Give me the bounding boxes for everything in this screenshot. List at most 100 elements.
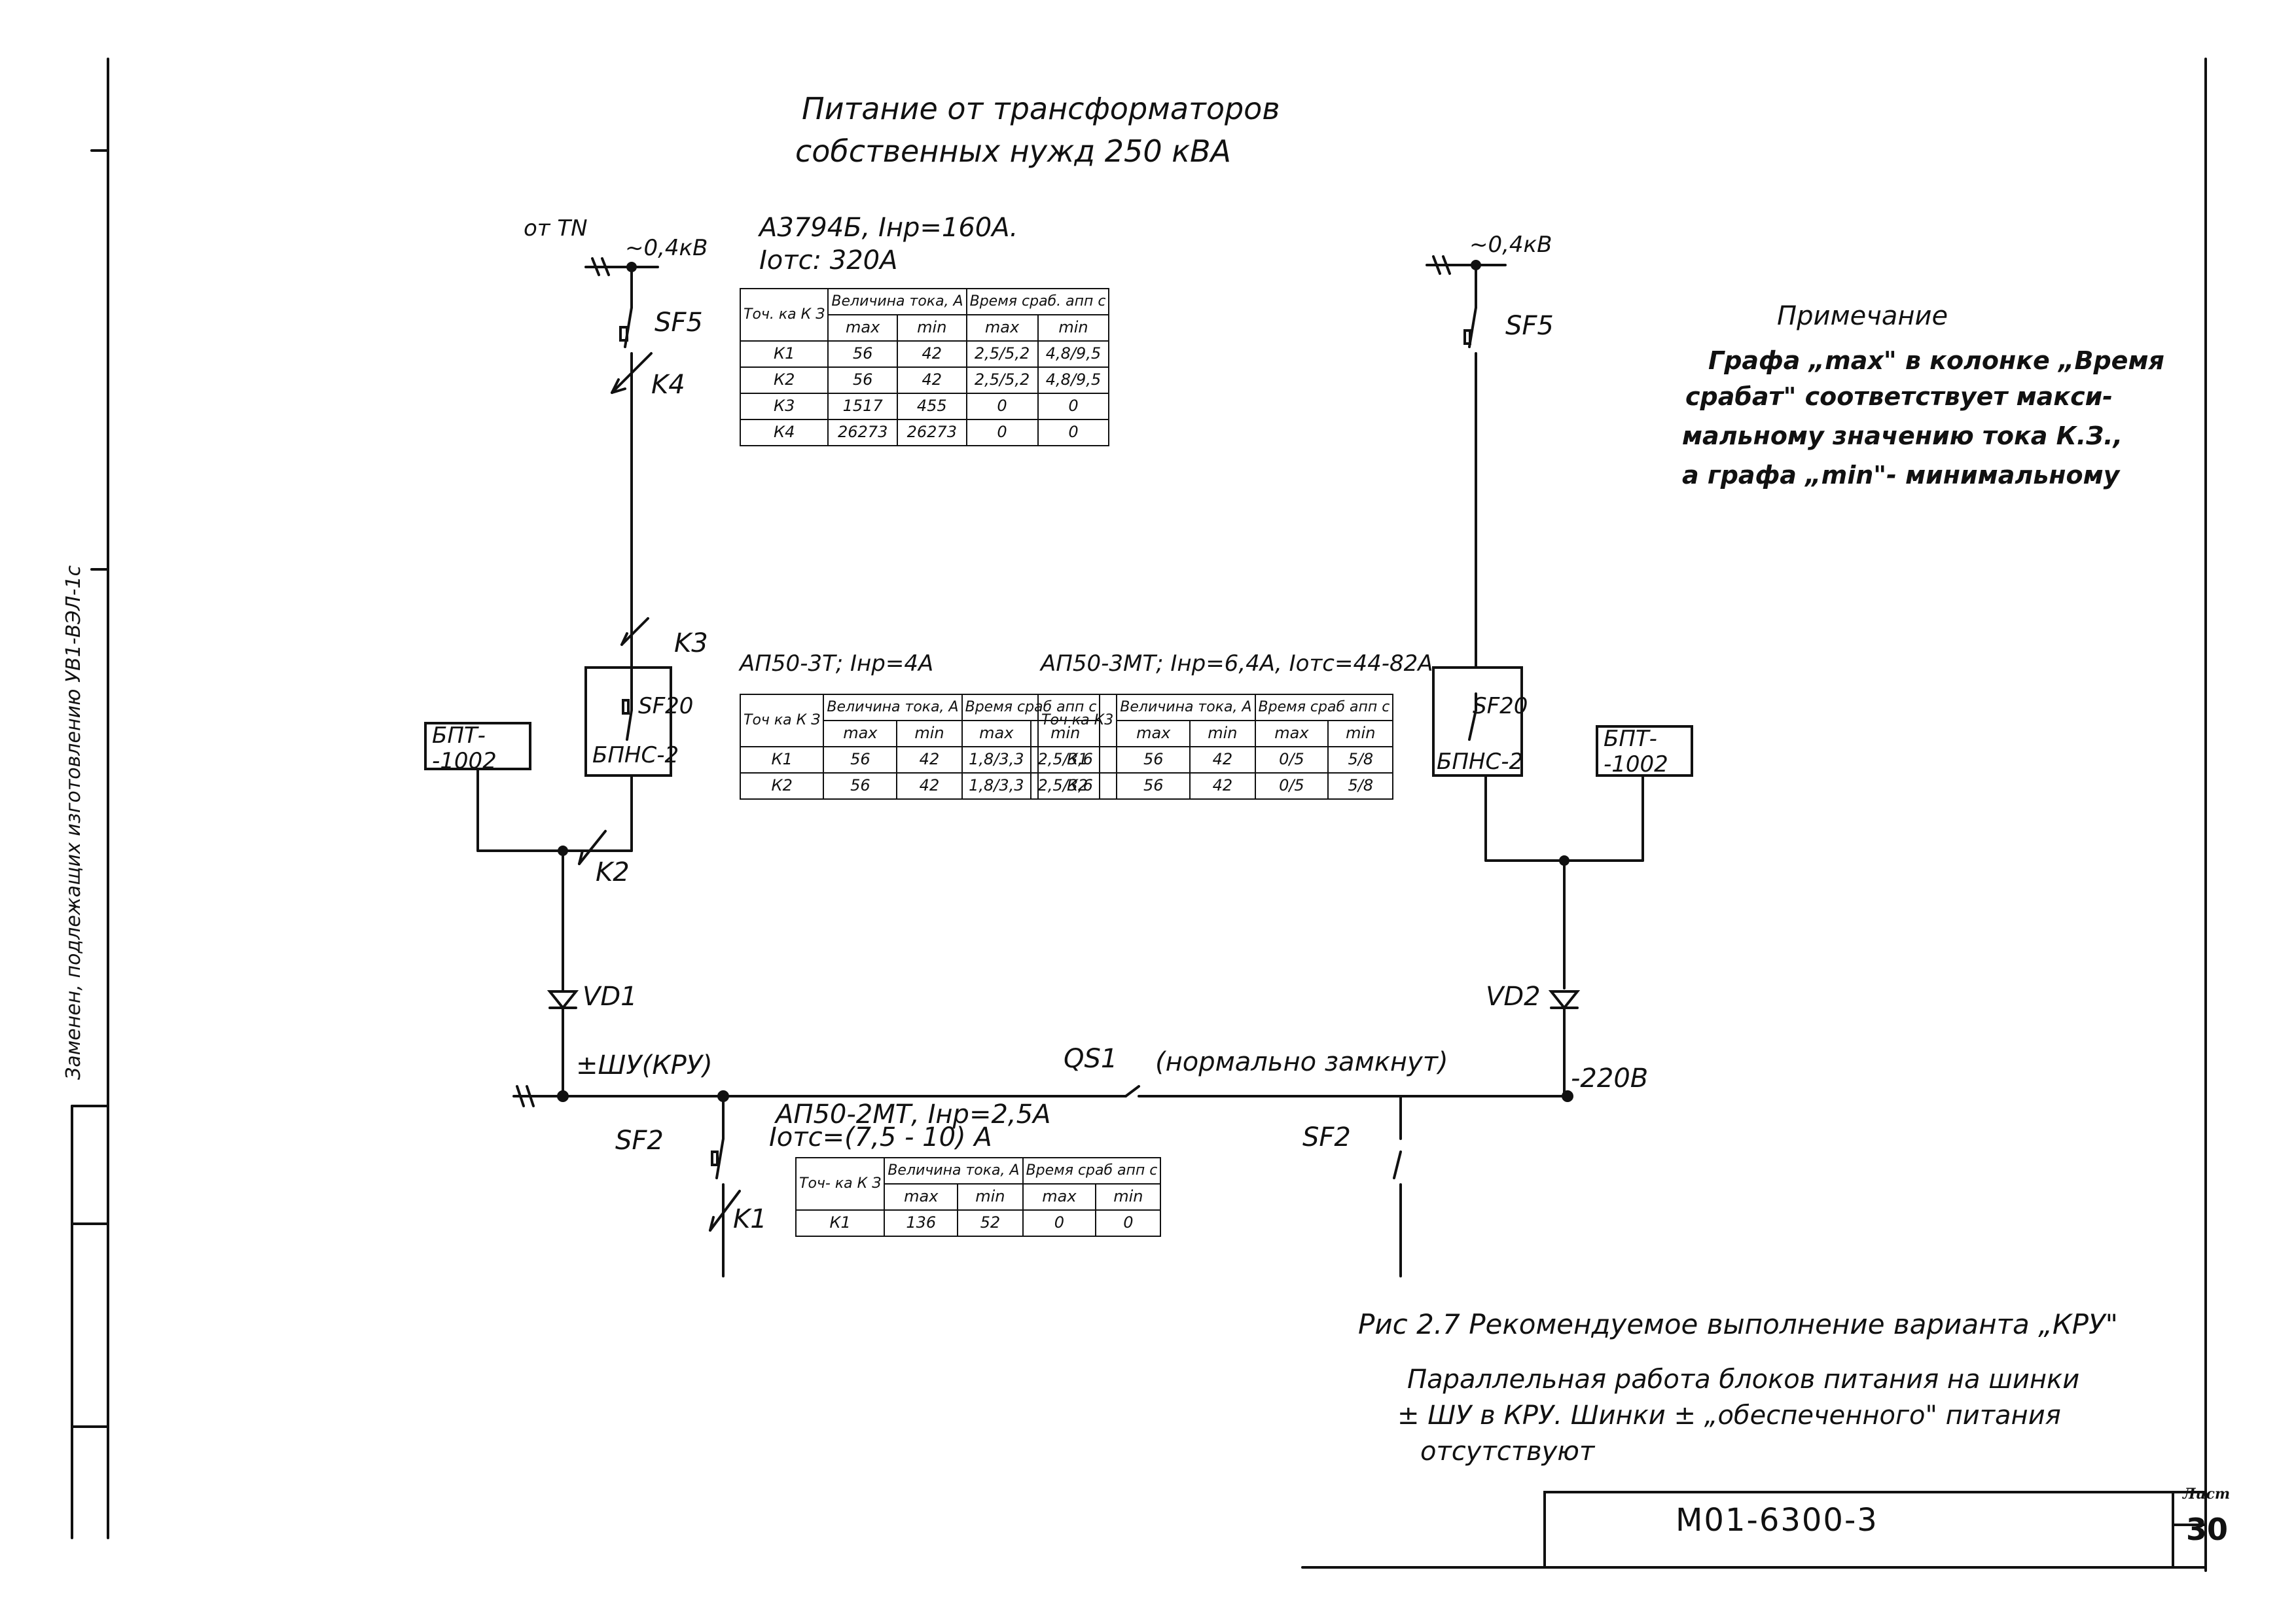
note-heading: Примечание [1777, 301, 1948, 331]
left-sf20-label: SF20 [638, 693, 694, 719]
table-header: Время сраб апп с [1254, 694, 1394, 721]
note-line-3: мальному значению тока К.З., [1682, 421, 2123, 450]
table-cell: К3 [739, 393, 829, 420]
table-cell: 4,8/9,5 [1037, 366, 1110, 394]
table-cell: К1 [1037, 746, 1118, 774]
table-cell: 42 [1189, 772, 1256, 800]
table-header: Точ- ка К З [795, 1157, 886, 1211]
vd2-label: VD2 [1486, 982, 1541, 1012]
table-cell: 56 [827, 340, 898, 368]
table-cell: 56 [827, 366, 898, 394]
table-cell: 56 [1116, 746, 1191, 774]
table-subheader: max [823, 720, 898, 747]
ap2mt-spec-2: Iотс=(7,5 - 10) А [769, 1122, 992, 1152]
left-bpt-label: БПТ- -1002 [432, 722, 497, 775]
k3-label: K3 [674, 628, 708, 658]
table-subheader: min [1095, 1183, 1162, 1211]
table-cell: 26273 [896, 419, 967, 446]
table-subheader: max [884, 1183, 959, 1211]
table-cell: 1,8/3,3 [961, 746, 1032, 774]
ap3t-caption: АП50-3Т; Iнр=4А [740, 651, 934, 677]
table-cell: 42 [1189, 746, 1256, 774]
table-subheader: min [957, 1183, 1024, 1211]
table-row: К1 136 52 0 0 [795, 1209, 1162, 1237]
table-row: К2 56 42 2,5/5,2 4,8/9,5 [739, 366, 1110, 394]
table-header: Точ ка К З [739, 694, 825, 747]
caption-line-1: Рис 2.7 Рекомендуемое выполнение вариант… [1358, 1308, 2118, 1340]
table-cell: 5/8 [1327, 746, 1394, 774]
table-cell: 136 [884, 1209, 959, 1237]
right-voltage-label: ~0,4кВ [1469, 232, 1552, 258]
table-cell: К1 [739, 746, 825, 774]
title-line-1: Питание от трансформаторов [802, 91, 1280, 126]
table-header: Точ ка К3 [1037, 694, 1118, 747]
k2-label: K2 [596, 857, 630, 887]
note-line-4: а графа „min"- минимальному [1682, 461, 2120, 490]
table-cell: 26273 [827, 419, 898, 446]
table-cell: 1517 [827, 393, 898, 420]
table-cell: 0 [1037, 393, 1110, 420]
table-header: Величина тока, А [827, 288, 967, 315]
table-subheader: min [1037, 314, 1110, 342]
bus-left-label: ±ШУ(КРУ) [576, 1050, 713, 1080]
table-cell: 42 [896, 340, 967, 368]
table-cell: 42 [896, 772, 963, 800]
table-subheader: min [896, 314, 967, 342]
caption-line-4: отсутствуют [1420, 1436, 1595, 1467]
k4-label: K4 [651, 370, 685, 400]
sheet-label: Лист [2183, 1486, 2231, 1503]
table-cell: 0 [1022, 1209, 1097, 1237]
table-cell: 455 [896, 393, 967, 420]
document-code: М01-6300-3 [1676, 1502, 1878, 1539]
table-subheader: max [1254, 720, 1329, 747]
right-sf5-label: SF5 [1505, 311, 1554, 341]
table-subheader: min [1189, 720, 1256, 747]
table-cell: К2 [739, 366, 829, 394]
table-cell: 0 [965, 393, 1039, 420]
table-cell: 42 [896, 366, 967, 394]
table-cell: 0/5 [1254, 746, 1329, 774]
table-header: Время сраб апп с [1022, 1157, 1162, 1185]
ap3mt-caption: АП50-3МТ; Iнр=6,4А, Iотс=44-82А [1041, 651, 1433, 677]
table-cell: 0/5 [1254, 772, 1329, 800]
table-cell: 0 [965, 419, 1039, 446]
table-cell: 42 [896, 746, 963, 774]
table-subheader: max [1116, 720, 1191, 747]
table-header: Время сраб. апп с [965, 288, 1110, 315]
table-ap2mt: Точ- ка К З Величина тока, А Время сраб … [795, 1157, 1162, 1237]
table-subheader: max [827, 314, 898, 342]
bus-right-label: -220В [1571, 1063, 1649, 1094]
table-subheader: max [965, 314, 1039, 342]
table-subheader: max [961, 720, 1032, 747]
table-subheader: max [1022, 1183, 1097, 1211]
note-line-2: срабат" соответствует макси- [1685, 382, 2113, 411]
left-sf2-label: SF2 [615, 1126, 664, 1156]
table-cell: 2,5/5,2 [965, 366, 1039, 394]
caption-line-2: Параллельная работа блоков питания на ши… [1407, 1364, 2080, 1395]
right-bpns-label: БПНС-2 [1437, 749, 1524, 775]
qs1-note: (нормально замкнут) [1155, 1047, 1448, 1077]
ap2mt-spec-1: АП50-2МТ, Iнр=2,5А [776, 1099, 1051, 1130]
note-line-1: Графа „max" в колонке „Время [1708, 346, 2164, 375]
right-sf20-label: SF20 [1473, 693, 1528, 719]
table-row: К1 56 42 2,5/5,2 4,8/9,5 [739, 340, 1110, 368]
table-cell: К4 [739, 419, 829, 446]
table-cell: 4,8/9,5 [1037, 340, 1110, 368]
table-cell: 0 [1037, 419, 1110, 446]
table-row: К2 56 42 0/5 5/8 [1037, 772, 1394, 800]
right-bpt-label: БПТ- -1002 [1604, 726, 1668, 778]
left-breaker-spec-2: Iотс: 320А [759, 245, 898, 276]
table-cell: К1 [795, 1209, 886, 1237]
left-breaker-spec-1: А3794Б, Iнр=160А. [759, 213, 1018, 243]
table-row: К1 56 42 0/5 5/8 [1037, 746, 1394, 774]
k1-label: K1 [733, 1204, 767, 1234]
table-header: Точ. ка К З [739, 288, 829, 342]
table-row: К3 1517 455 0 0 [739, 393, 1110, 420]
table-cell: 1,8/3,3 [961, 772, 1032, 800]
side-strip-text: Заменен, подлежащих изготовлению УВ1-ВЭЛ… [62, 565, 85, 1080]
table-cell: 56 [823, 746, 898, 774]
vd1-label: VD1 [583, 982, 637, 1012]
left-sf5-label: SF5 [655, 308, 703, 338]
table-row: К4 26273 26273 0 0 [739, 419, 1110, 446]
title-line-2: собственных нужд 250 кВА [795, 134, 1232, 169]
